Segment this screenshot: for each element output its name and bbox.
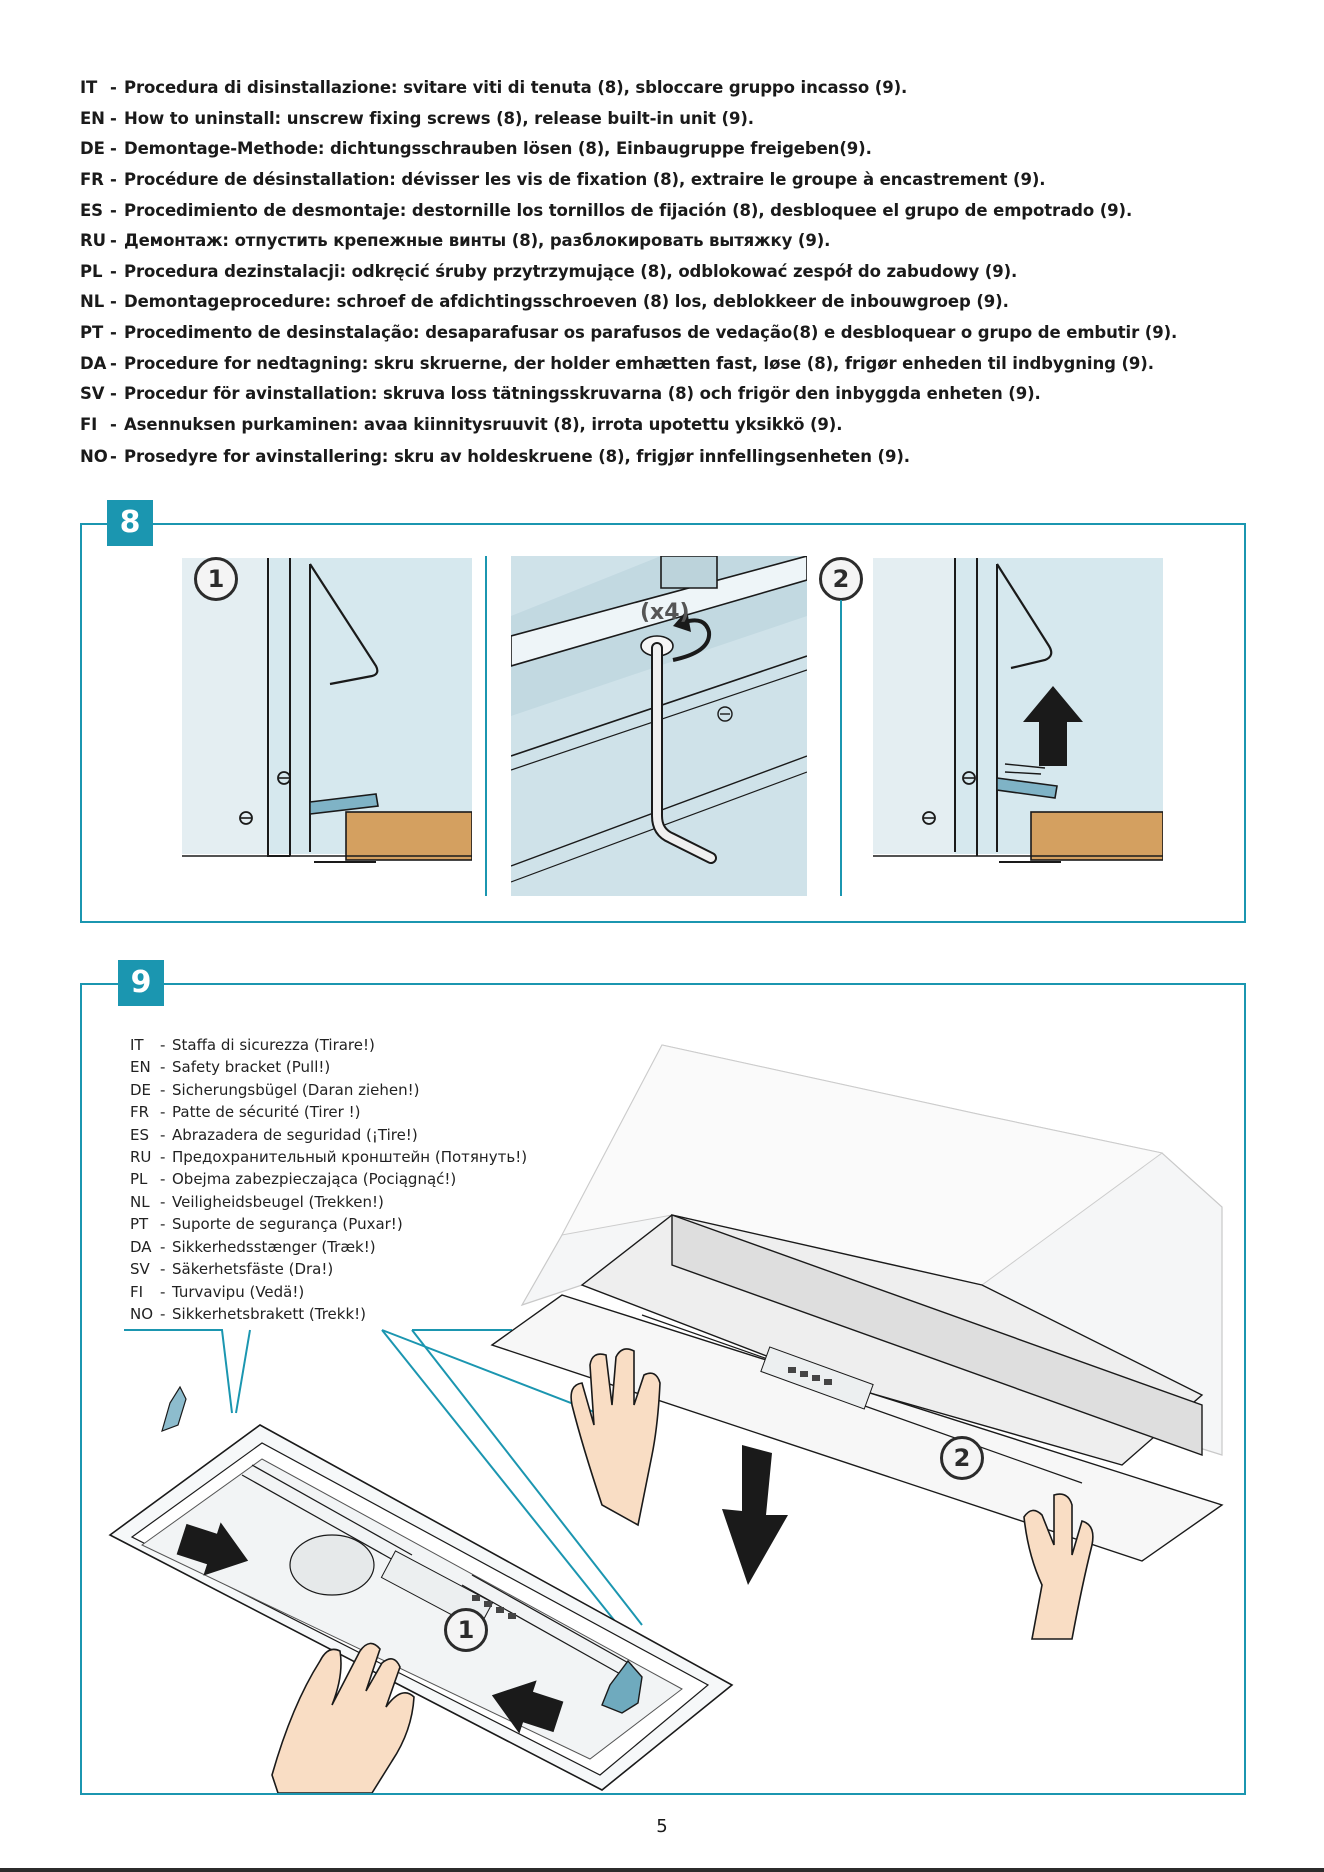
section-8-frame [80,523,1246,923]
legend-da: DA-Sikkerhedsstænger (Træk!) [130,1238,376,1256]
bracket-shape [996,777,1058,799]
step-9-1-circle: 1 [444,1608,488,1652]
cabinet-wood [345,811,472,861]
legend-fi: FI-Turvavipu (Vedä!) [130,1283,305,1301]
leader-line [124,1329,233,1414]
instruction-de: DE-Demontage-Methode: dichtungsschrauben… [80,139,872,158]
figure-9-illustration [108,1044,1224,1793]
instruction-fi: FI-Asennuksen purkaminen: avaa kiinnitys… [80,415,843,434]
legend-ru: RU-Предохранительный кронштейн (Потянуть… [130,1148,528,1166]
instruction-en: EN-How to uninstall: unscrew fixing scre… [80,109,754,128]
fan-icon [289,1534,375,1596]
legend-en: EN-Safety bracket (Pull!) [130,1058,331,1076]
legend-it: IT-Staffa di sicurezza (Tirare!) [130,1036,375,1054]
hex-key [653,644,715,862]
instruction-nl: NL-Demontageprocedure: schroef de afdich… [80,292,1009,311]
legend-pt: PT-Suporte de segurança (Puxar!) [130,1215,403,1233]
up-arrow-icon [1023,686,1083,766]
instruction-da: DA-Procedure for nedtagning: skru skruer… [80,354,1154,373]
screw-icon [717,706,733,722]
instruction-it: IT-Procedura di disinstallazione: svitar… [80,78,908,97]
instruction-sv: SV-Procedur för avinstallation: skruva l… [80,384,1041,403]
panel-divider [485,556,487,896]
legend-de: DE-Sicherungsbügel (Daran ziehen!) [130,1081,420,1099]
legend-no: NO-Sikkerhetsbrakett (Trekk!) [130,1305,366,1323]
section-9-frame [80,983,1246,1795]
instruction-fr: FR-Procédure de désinstallation: dévisse… [80,170,1046,189]
bracket-shape [309,793,379,815]
section-9-badge: 9 [118,960,164,1006]
bottom-rule [0,1868,1324,1872]
figure-8-step2 [873,558,1163,863]
hand-icon [570,1348,661,1527]
step-9-2-circle: 2 [940,1436,984,1480]
legend-sv: SV-Säkerhetsfäste (Dra!) [130,1260,334,1278]
cabinet-wood [1030,811,1163,861]
hand-icon [271,1642,415,1793]
hand-icon [1023,1493,1094,1640]
left-arrow-icon [491,1680,564,1734]
right-arrow-icon [176,1522,249,1576]
legend-pl: PL-Obejma zabezpieczająca (Pociągnąć!) [130,1170,457,1188]
legend-fr: FR-Patte de sécurité (Tirer !) [130,1103,361,1121]
step-8-1-circle: 1 [194,557,238,601]
instruction-no: NO-Prosedyre for avinstallering: skru av… [80,447,910,466]
safety-bracket-icon [601,1659,643,1714]
down-arrow-icon [722,1445,788,1585]
instruction-pt: PT-Procedimento de desinstalação: desapa… [80,323,1178,342]
figure-8-screws [511,556,807,896]
rotate-arrow-icon [672,618,712,662]
panel-divider [840,600,842,896]
instruction-es: ES-Procedimiento de desmontaje: destorni… [80,201,1133,220]
instruction-ru: RU-Демонтаж: отпустить крепежные винты (… [80,231,831,250]
instruction-pl: PL-Procedura dezinstalacji: odkręcić śru… [80,262,1018,281]
section-8-badge: 8 [107,500,153,546]
step-8-2-circle: 2 [819,557,863,601]
hood-frame [490,1294,1224,1562]
legend-es: ES-Abrazadera de seguridad (¡Tire!) [130,1126,418,1144]
page-number: 5 [656,1816,668,1837]
figure-8-step1 [182,558,472,863]
legend-nl: NL-Veiligheidsbeugel (Trekken!) [130,1193,384,1211]
quantity-label: (x4) [640,600,690,625]
safety-bracket-icon [161,1385,187,1432]
